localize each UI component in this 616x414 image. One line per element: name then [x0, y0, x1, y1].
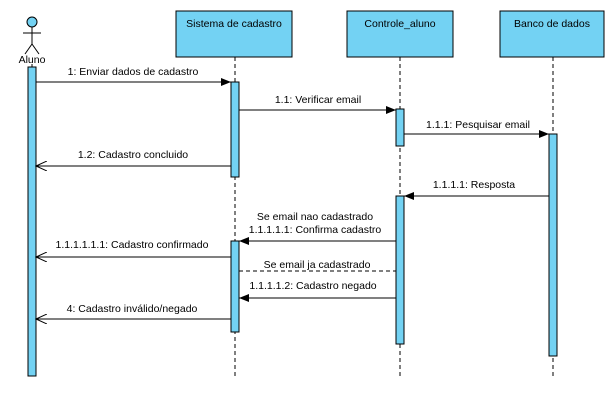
message-cadastro-invalido: 4: Cadastro inválido/negado: [36, 303, 231, 319]
participant-banco-de-dados: Banco de dados: [499, 10, 605, 58]
message-confirma-cadastro: Se email nao cadastrado 1.1.1.1.1: Confi…: [239, 211, 396, 245]
message-label: 1.2: Cadastro concluido: [78, 149, 188, 161]
actor-name: Aluno: [19, 54, 46, 66]
activation-aluno: [27, 66, 37, 377]
participant-label: Sistema de cadastro: [186, 18, 282, 30]
message-pesquisar-email: 1.1.1: Pesquisar email: [404, 119, 549, 138]
message-label: 4: Cadastro inválido/negado: [67, 303, 198, 315]
participant-box: [175, 10, 293, 58]
participant-label: Controle_aluno: [364, 18, 435, 30]
message-cadastro-negado: 1.1.1.1.2: Cadastro negado: [239, 280, 396, 302]
participant-sistema-de-cadastro: Sistema de cadastro: [175, 10, 293, 58]
activation-banco: [548, 133, 558, 357]
stick-figure-icon: [23, 16, 41, 55]
message-cadastro-confirmado: 1.1.1.1.1.1: Cadastro confirmado: [36, 239, 231, 257]
message-resposta: 1.1.1.1: Resposta: [404, 179, 549, 200]
message-guard: Se email ja cadastrado: [264, 259, 371, 271]
message-verificar-email: 1.1: Verificar email: [239, 94, 396, 114]
message-label: 1.1.1: Pesquisar email: [426, 119, 530, 131]
activation-controle-1: [395, 108, 405, 147]
actor-aluno: Aluno: [19, 16, 46, 66]
participant-controle-aluno: Controle_aluno: [346, 10, 454, 58]
message-cadastro-concluido: 1.2: Cadastro concluido: [36, 149, 231, 166]
activation-sistema-2: [230, 240, 240, 333]
message-enviar-dados: 1: Enviar dados de cadastro: [36, 66, 231, 86]
message-guard: Se email nao cadastrado: [257, 211, 373, 223]
participant-label: Banco de dados: [514, 18, 590, 30]
activation-sistema-1: [230, 81, 240, 178]
message-label: 1.1.1.1.1: Confirma cadastro: [249, 224, 382, 236]
message-label: 1.1.1.1.2: Cadastro negado: [249, 280, 376, 292]
activation-controle-2: [395, 195, 405, 345]
message-label: 1: Enviar dados de cadastro: [68, 66, 199, 78]
message-label: 1.1: Verificar email: [275, 94, 361, 106]
message-label: 1.1.1.1: Resposta: [433, 179, 515, 191]
message-label: 1.1.1.1.1.1: Cadastro confirmado: [56, 239, 209, 251]
message-alt-separator: Se email ja cadastrado: [239, 259, 396, 272]
participant-box: [499, 10, 605, 58]
